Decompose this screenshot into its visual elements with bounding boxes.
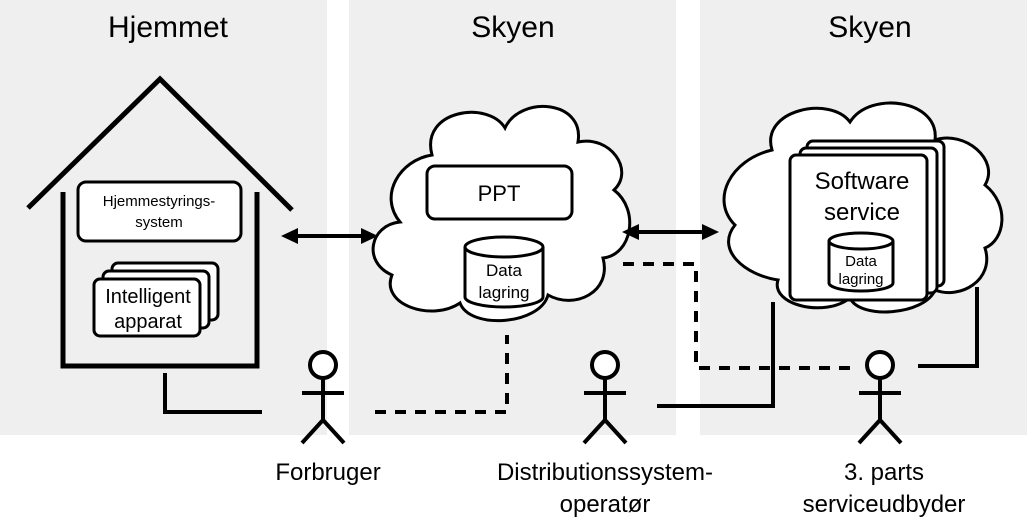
ppt-box [425, 164, 574, 221]
home-title: Hjemmet [108, 11, 229, 44]
cloud1-title: Skyen [471, 11, 554, 44]
software-service-line1: Software [815, 168, 910, 195]
home-control-system-line1: Hjemmestyrings- [103, 193, 216, 210]
cloud1-storage-cylinder [463, 235, 545, 309]
third-party-label-line2: serviceudbyder [803, 491, 966, 518]
cloud2-storage-line1: Data [845, 253, 877, 270]
house-to-consumer-line [163, 373, 262, 414]
third-party-figure [857, 350, 903, 445]
house-walls [60, 192, 260, 369]
house [26, 75, 294, 369]
ppt-label: PPT [478, 181, 521, 206]
cloud2-storage-cylinder [827, 231, 895, 293]
home-cloud-arrow [281, 228, 378, 244]
consumer-figure [300, 350, 346, 445]
dso-figure [582, 350, 628, 445]
intelligent-device-stack [92, 261, 220, 338]
dashed-connections [375, 262, 858, 414]
home-control-system-box [76, 180, 243, 243]
cloud1-storage-line1: Data [486, 261, 522, 280]
cloud2-title: Skyen [828, 11, 911, 44]
software-service-line2: service [824, 199, 900, 226]
dso-to-cloud2-line [657, 302, 775, 408]
cloud2-storage-line2: lagring [838, 271, 883, 288]
intelligent-device-line1: Intelligent [105, 286, 191, 308]
dso-label-line2: operatør [560, 491, 651, 518]
third-party-label-line1: 3. parts [844, 459, 924, 486]
consumer-label: Forbruger [275, 459, 380, 486]
house-roof [26, 75, 294, 212]
cloud-cloud-arrow [622, 224, 719, 240]
cloud1-to-third-party-dashed [623, 262, 858, 370]
third-party-to-cloud2-line [918, 287, 979, 368]
solid-connections [163, 287, 979, 414]
consumer-to-cloud1-dashed [375, 335, 509, 414]
intelligent-device-line2: apparat [114, 311, 182, 333]
home-control-system-line2: system [135, 214, 183, 231]
cloud1-storage-line2: lagring [478, 283, 529, 302]
dso-label-line1: Distributionssystem- [497, 459, 713, 486]
